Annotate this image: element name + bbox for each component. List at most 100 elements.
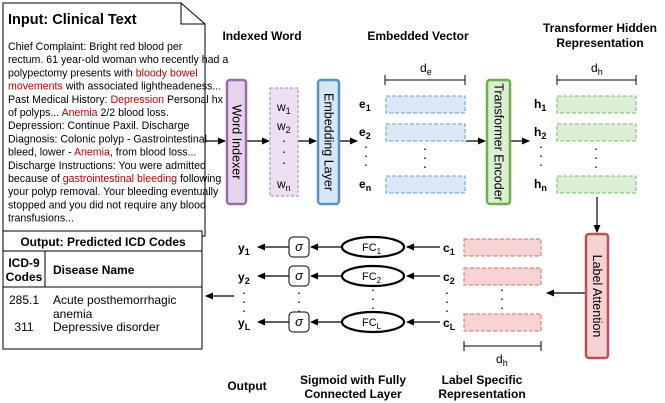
table-row-name: Depressive disorder	[53, 320, 160, 334]
label-specific-label-L: cL	[443, 316, 456, 332]
label-specific-header-line1: Label Specific	[442, 373, 523, 387]
clinical-text-line: of polyps... Anemia 2/2 blood loss.	[8, 107, 169, 119]
label-dimension-marker	[463, 341, 542, 351]
output-label-L: yL	[238, 316, 251, 332]
clinical-text-line: bleed, lower - Anemia, from blood loss..…	[8, 147, 196, 159]
ellipsis-dot: ·	[371, 299, 376, 315]
ellipsis-dot: ·	[282, 132, 287, 148]
table-col1-line1: ICD-9	[8, 256, 40, 270]
embedded-label-n: en	[359, 177, 371, 193]
fc-label-2: FC2	[362, 271, 382, 285]
hidden-vector-cell	[556, 95, 637, 114]
label-specific-cell	[463, 238, 542, 257]
clinical-text-line: Diagnosis: Colonic polyp - Gastrointesti…	[8, 133, 207, 145]
sigmoid-header-line1: Sigmoid with Fully	[300, 373, 406, 387]
ellipsis-dot: ·	[423, 140, 428, 156]
embedding-layer-label: Embedding Layer	[322, 93, 336, 191]
ellipsis-dot: ·	[282, 143, 287, 159]
label-dimension-text: dh	[496, 352, 508, 368]
label-specific-label-1: c1	[443, 241, 455, 257]
input-document	[2, 2, 206, 237]
ellipsis-dot: ·	[445, 302, 450, 318]
ellipsis-dot: ·	[594, 149, 599, 165]
ellipsis-dot: ·	[297, 302, 302, 318]
embedded-vector-header: Embedded Vector	[367, 29, 469, 43]
sigma-symbol: σ	[295, 268, 304, 283]
table-col1-line2: Codes	[6, 270, 43, 284]
ellipsis-dot: ·	[445, 293, 450, 309]
hidden-vector-cell	[556, 175, 637, 194]
label-specific-label-2: c2	[443, 270, 455, 286]
output-header: Output	[227, 379, 266, 393]
indexed-word-header: Indexed Word	[222, 29, 301, 43]
hidden-vector-cell	[556, 123, 637, 142]
hidden-dimension-text: dh	[591, 61, 603, 77]
ellipsis-dot: ·	[423, 158, 428, 174]
document-fold	[180, 3, 205, 25]
ellipsis-dot: ·	[371, 290, 376, 306]
label-specific-header-line2: Representation	[438, 387, 525, 401]
ellipsis-dot: ·	[364, 147, 369, 163]
ellipsis-dot: ·	[364, 156, 369, 172]
indexed-word-n: wn	[276, 177, 291, 193]
ellipsis-dot: ·	[242, 293, 247, 309]
table-row-name: anemia	[53, 307, 93, 321]
clinical-text-line: polypectomy presents with bloody bowel	[8, 67, 198, 79]
transformer-hidden-header-line2: Representation	[556, 36, 643, 50]
sigmoid-header-line2: Connected Layer	[304, 387, 402, 401]
label-specific-cell	[463, 267, 542, 286]
table-row-code: 285.1	[9, 293, 39, 307]
input-title: Input: Clinical Text	[8, 12, 137, 28]
hidden-dimension-marker	[556, 75, 637, 85]
hidden-label-2: h2	[534, 125, 546, 141]
indexed-word-1: w1	[276, 100, 291, 116]
table-title: Output: Predicted ICD Codes	[20, 235, 186, 249]
transformer-encoder-label: Transformer Encoder	[492, 83, 506, 201]
embedded-vector-cell	[385, 123, 466, 142]
ellipsis-dot: ·	[297, 284, 302, 300]
clinical-text-line: Past Medical History: Depression Persona…	[8, 94, 224, 106]
transformer-hidden-header-line1: Transformer Hidden	[543, 21, 657, 35]
embedded-dimension-marker	[384, 75, 466, 85]
ellipsis-dot: ·	[500, 281, 505, 297]
word-indexer-label: Word Indexer	[230, 105, 244, 180]
label-attention-label: Label Attention	[590, 255, 604, 338]
ellipsis-dot: ·	[539, 138, 544, 154]
transformer-encoder-block	[485, 78, 512, 206]
ellipsis-dot: ·	[423, 149, 428, 165]
embedded-vector-cell	[385, 95, 466, 114]
ellipsis-dot: ·	[594, 158, 599, 174]
ellipsis-dot: ·	[594, 140, 599, 156]
word-indexer-block	[225, 78, 248, 206]
clinical-text-line: movements with associated lightheadeness…	[8, 81, 221, 93]
clinical-text-line: Depression: Continue Paxil. Discharge	[8, 120, 189, 132]
ellipsis-dot: ·	[297, 293, 302, 309]
clinical-text: Chief Complaint: Bright red blood perrec…	[8, 41, 228, 225]
ellipsis-dot: ·	[539, 147, 544, 163]
label-specific-cell	[463, 313, 542, 332]
ellipsis-dot: ·	[282, 154, 287, 170]
hidden-label-1: h1	[534, 97, 546, 113]
embedding-layer-block	[316, 78, 341, 206]
ellipsis-dot: ·	[371, 281, 376, 297]
ellipsis-dot: ·	[364, 138, 369, 154]
ellipsis-dot: ·	[242, 284, 247, 300]
table-row-code: 311	[14, 320, 33, 334]
table-row-name: Acute posthemorrhagic	[53, 293, 176, 307]
clinical-text-line: stopped and you did not require any bloo…	[8, 199, 206, 211]
clinical-text-line: rectum. 61 year-old woman who recently h…	[8, 54, 228, 66]
indexed-word-column	[269, 87, 299, 197]
clinical-text-line: transfusions...	[8, 213, 74, 225]
embedded-dimension-text: de	[420, 61, 432, 77]
output-label-1: y1	[238, 241, 250, 257]
output-label-2: y2	[238, 270, 250, 286]
ellipsis-dot: ·	[500, 290, 505, 306]
hidden-label-n: hn	[534, 177, 547, 193]
ellipsis-dot: ·	[539, 156, 544, 172]
sigma-symbol: σ	[295, 239, 304, 254]
label-attention-block	[584, 232, 610, 360]
ellipsis-dot: ·	[242, 302, 247, 318]
